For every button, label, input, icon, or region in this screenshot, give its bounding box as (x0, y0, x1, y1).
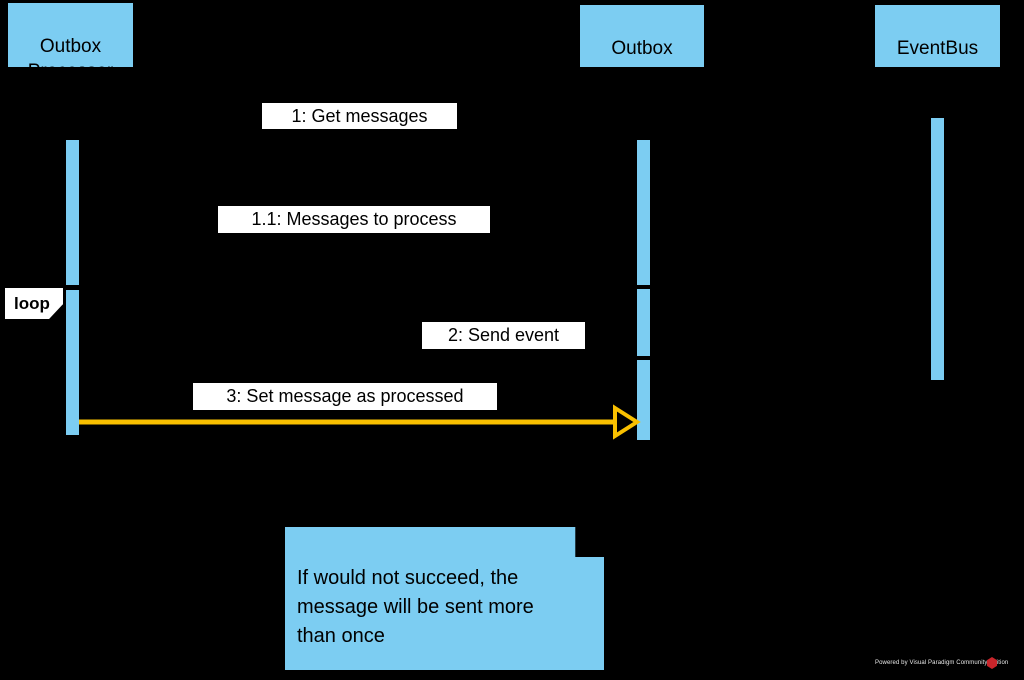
actor-label-outbox-processor: Outbox Processor (27, 36, 114, 82)
note-text: If would not succeed, the message will b… (297, 567, 534, 647)
message-label-3-text: 3: Set message as processed (226, 386, 464, 406)
activation-bar-outbox-1 (637, 140, 650, 285)
message-label-2: 2: Send event (422, 322, 585, 349)
message-label-2-text: 2: Send event (447, 325, 560, 345)
watermark-text: Powered by Visual Paradigm Community Edi… (875, 660, 1009, 666)
message-3-arrow-icon (79, 404, 641, 440)
activation-bar-outbox-3 (637, 360, 650, 440)
activation-bar-eventbus (931, 118, 944, 380)
activation-bar-outbox-2 (637, 289, 650, 356)
actor-label-outbox: Outbox (611, 38, 673, 59)
message-label-3: 3: Set message as processed (193, 383, 497, 410)
message-label-1-1: 1.1: Messages to process (218, 206, 490, 233)
note-box: If would not succeed, the message will b… (285, 527, 604, 670)
actor-label-eventbus: EventBus (896, 38, 979, 59)
loop-fragment-operator-text: loop (14, 294, 50, 313)
actor-box-outbox-processor: Outbox Processor (8, 3, 133, 82)
activation-bar-outbox-processor-2 (66, 290, 79, 435)
visual-paradigm-logo-icon (987, 657, 997, 669)
actor-box-outbox: Outbox (580, 5, 704, 67)
loop-fragment-operator: loop (5, 288, 63, 319)
activation-bar-outbox-processor-1 (66, 140, 79, 285)
message-label-1-1-text: 1.1: Messages to process (251, 209, 457, 229)
message-label-1-text: 1: Get messages (291, 105, 428, 126)
message-label-1: 1: Get messages (262, 103, 457, 129)
actor-box-eventbus: EventBus (875, 5, 1000, 67)
